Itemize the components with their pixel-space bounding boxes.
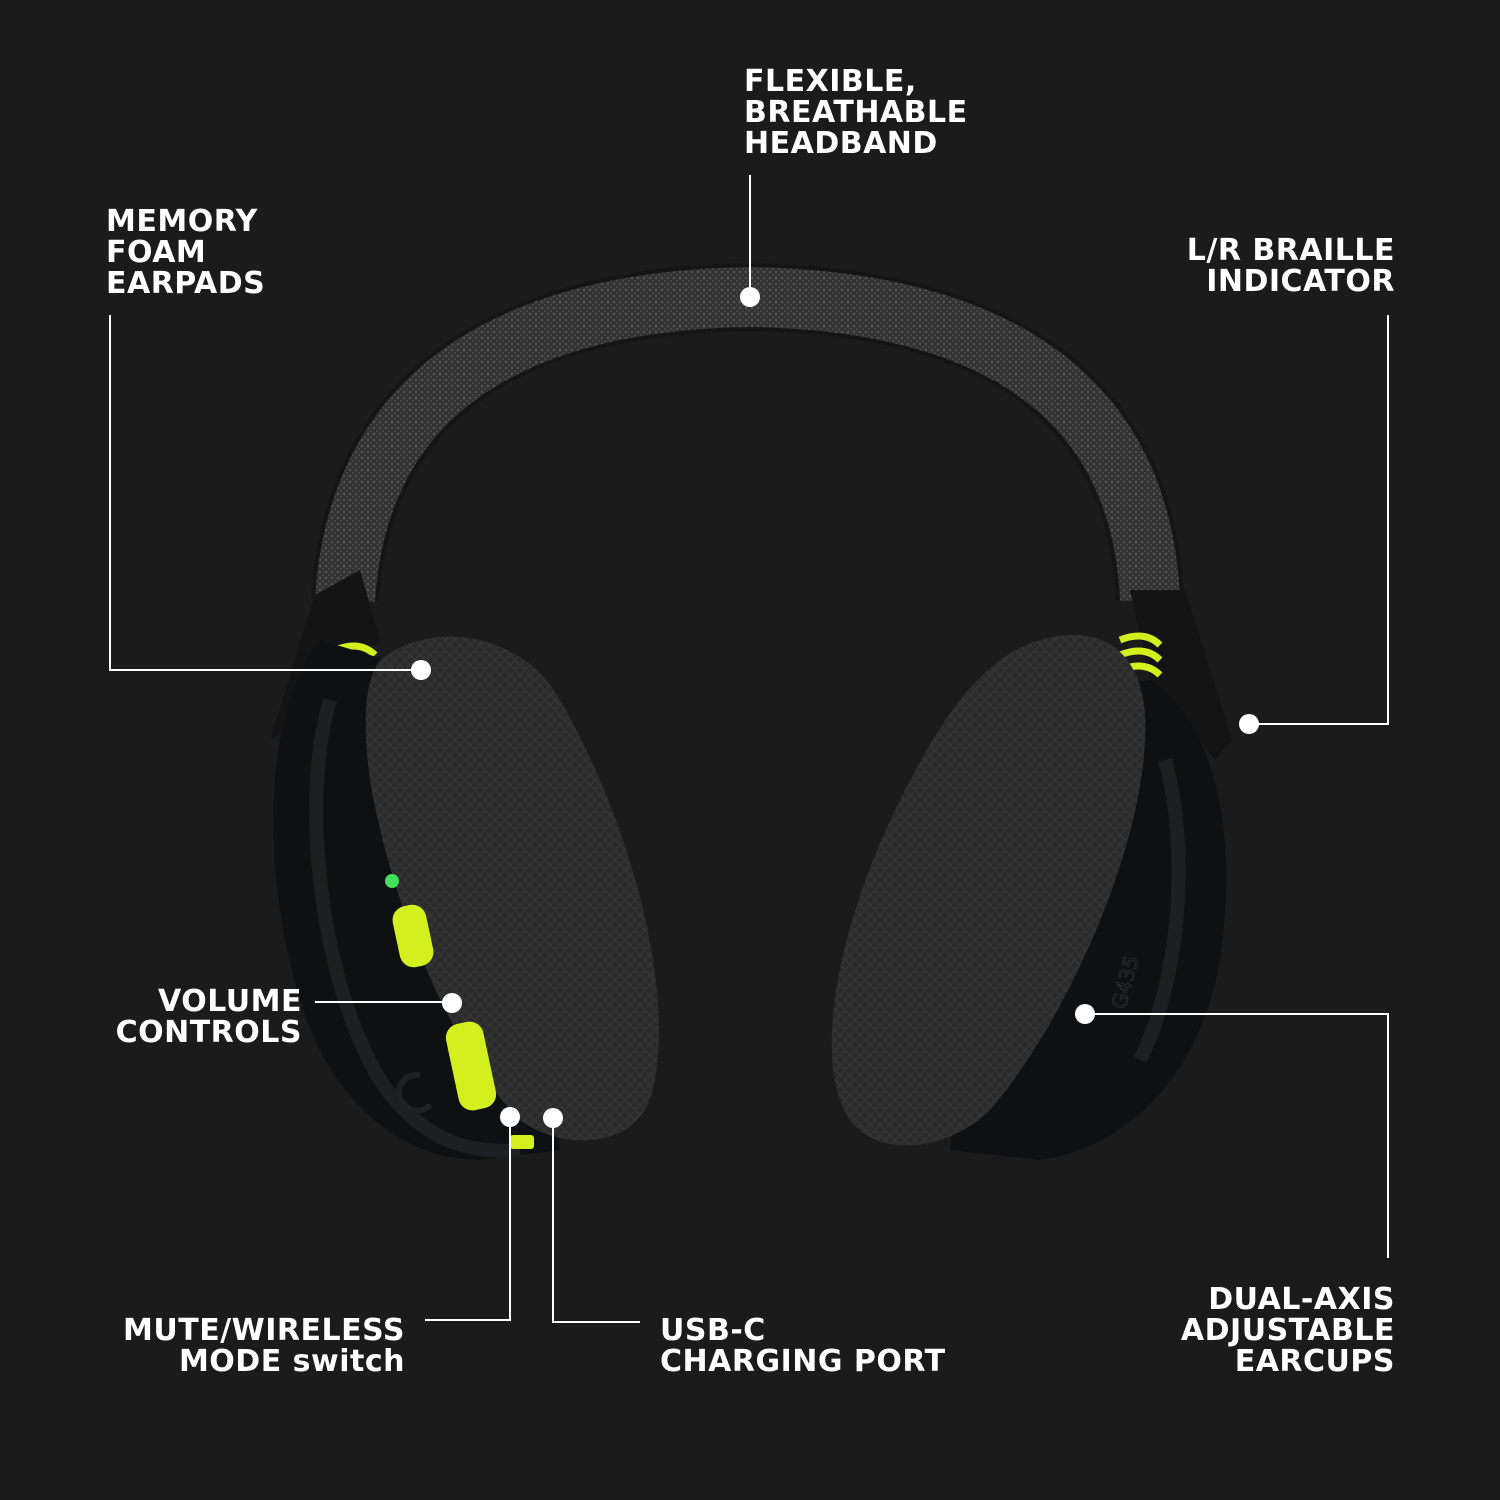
- callout-line: EARCUPS: [1234, 1344, 1395, 1379]
- callout-line: BREATHABLE: [744, 95, 968, 130]
- earcups-callout: DUAL-AXIS ADJUSTABLE EARCUPS: [1181, 1284, 1395, 1377]
- callout-line: HEADBAND: [744, 126, 938, 161]
- earpads-callout: MEMORY FOAM EARPADS: [106, 206, 265, 299]
- callout-line: CONTROLS: [115, 1015, 302, 1050]
- callout-line: FLEXIBLE,: [744, 64, 917, 99]
- callout-line: CHARGING PORT: [660, 1344, 946, 1379]
- logo-emboss: [395, 1071, 433, 1114]
- callout-line: INDICATOR: [1206, 264, 1395, 299]
- status-led: [385, 874, 399, 888]
- callout-line: VOLUME: [158, 984, 302, 1019]
- mute-leader: [425, 1117, 511, 1321]
- callout-line: ADJUSTABLE: [1180, 1313, 1395, 1348]
- headband-callout: FLEXIBLE, BREATHABLE HEADBAND: [744, 66, 968, 159]
- callout-line: L/R BRAILLE: [1186, 233, 1395, 268]
- callout-line: MUTE/WIRELESS: [123, 1313, 405, 1348]
- braille-leader: [1249, 315, 1389, 725]
- right-yoke: [1130, 590, 1232, 760]
- callout-line: EARPADS: [106, 266, 266, 301]
- volume-rocker: [445, 1021, 497, 1111]
- power-button: [392, 904, 434, 968]
- callout-line: MODE switch: [178, 1344, 405, 1379]
- braille-callout: L/R BRAILLE INDICATOR: [1187, 235, 1395, 297]
- callout-line: USB-C: [660, 1313, 766, 1348]
- callout-line: DUAL-AXIS: [1208, 1282, 1395, 1317]
- earpads-leader: [109, 315, 421, 671]
- callout-line: FOAM: [106, 235, 207, 270]
- mute-callout: MUTE/WIRELESS MODE switch: [123, 1315, 405, 1377]
- usbc-callout: USB-C CHARGING PORT: [660, 1315, 946, 1377]
- usbc-leader: [552, 1118, 640, 1323]
- mute-switch: [510, 1135, 534, 1149]
- right-earpad: [831, 634, 1146, 1146]
- volume-callout: VOLUME CONTROLS: [116, 986, 302, 1048]
- left-earpad: [365, 636, 659, 1141]
- callout-line: MEMORY: [106, 204, 258, 239]
- earcups-leader: [1085, 1013, 1389, 1258]
